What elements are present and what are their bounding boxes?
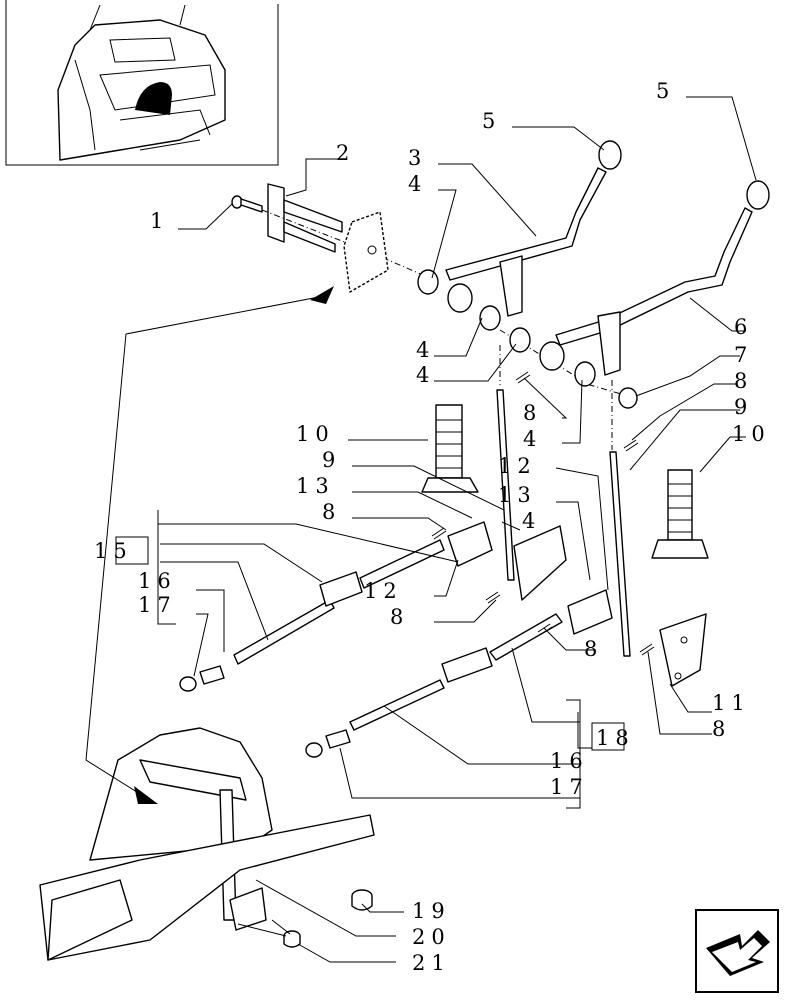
callout-5b: 5 [656, 79, 675, 103]
callout-17a: 17 [138, 593, 177, 617]
callout-box-18 [591, 722, 625, 751]
arrow-head-upper [310, 286, 334, 304]
callout-16a: 16 [138, 569, 177, 593]
arrow-head-lower [134, 786, 158, 804]
callout-12a: 12 [498, 454, 537, 478]
callout-17b: 17 [550, 775, 589, 799]
callout-14: 4 [522, 509, 541, 533]
callout-12b: 12 [364, 579, 403, 603]
callout-4b: 4 [416, 338, 435, 362]
callout-11: 11 [712, 691, 751, 715]
callout-8f: 8 [712, 717, 731, 741]
callout-labels: 1 2 3 4 5 5 4 4 6 7 8 4 8 9 10 9 10 13 1… [94, 79, 771, 975]
callout-1: 1 [150, 209, 169, 233]
callout-8d: 8 [390, 605, 409, 629]
callout-13b: 13 [498, 483, 537, 507]
callout-box-15 [115, 536, 149, 565]
callout-9b: 9 [322, 448, 341, 472]
callout-21: 21 [412, 951, 451, 975]
callout-8e: 8 [584, 637, 603, 661]
callout-8a: 8 [523, 401, 542, 425]
location-thumbnail [5, 0, 279, 166]
callout-2: 2 [336, 141, 355, 165]
callout-10b: 10 [732, 422, 771, 446]
callout-16b: 16 [550, 749, 589, 773]
callout-7: 7 [734, 343, 753, 367]
callout-13a: 13 [296, 474, 335, 498]
callout-4d: 4 [523, 427, 542, 451]
callout-5a: 5 [482, 109, 501, 133]
callout-20: 20 [412, 925, 451, 949]
cotter-pins [431, 371, 655, 656]
leader-lines [157, 96, 757, 963]
callout-8c: 8 [322, 500, 341, 524]
callout-9a: 9 [734, 395, 753, 419]
callout-3: 3 [408, 146, 427, 170]
next-page-arrow-icon[interactable] [695, 909, 779, 993]
callout-6: 6 [734, 315, 753, 339]
rods-and-boots [179, 389, 709, 758]
pedal-right [499, 180, 770, 450]
callout-18: 18 [596, 726, 635, 750]
callout-10a: 10 [296, 422, 335, 446]
callout-15: 15 [94, 539, 133, 563]
pedal-left [417, 140, 629, 397]
base-support [39, 727, 375, 961]
callout-4a: 4 [408, 172, 427, 196]
callout-8b: 8 [734, 369, 753, 393]
pedal-bracket [231, 183, 431, 293]
callout-4c: 4 [416, 363, 435, 387]
callout-19: 19 [412, 899, 451, 923]
